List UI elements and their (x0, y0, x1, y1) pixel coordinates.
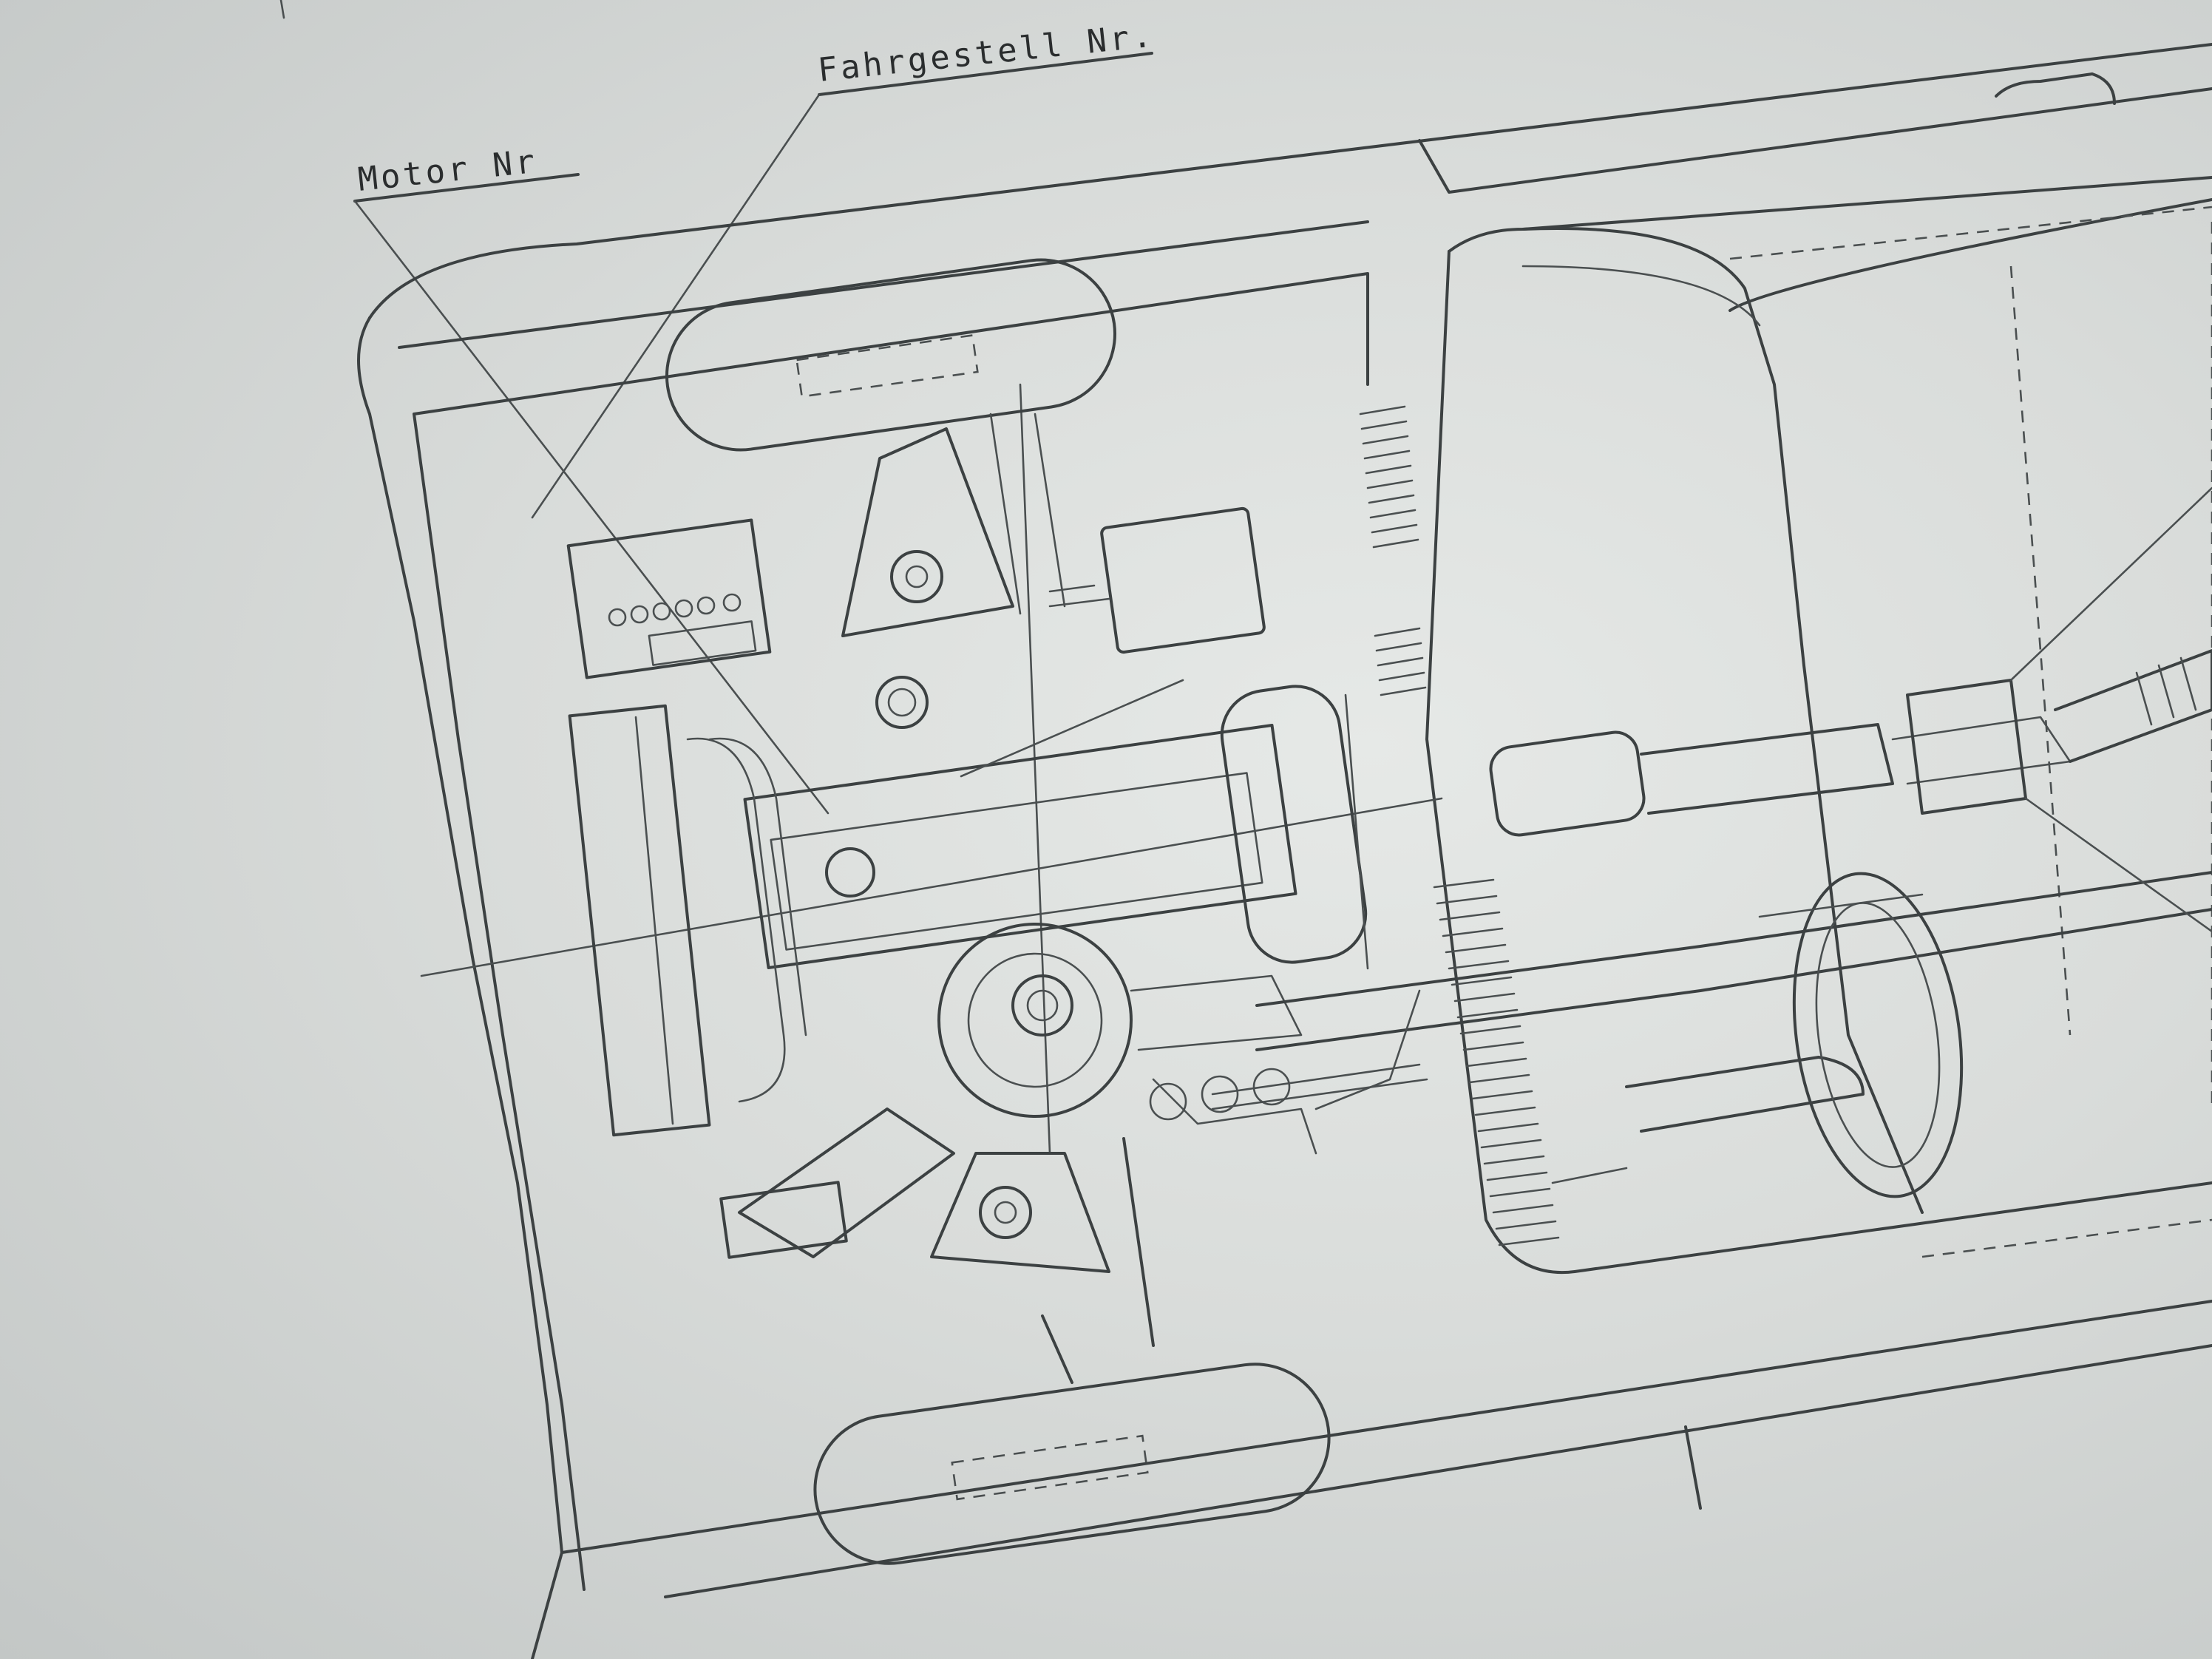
center-lines (420, 383, 1443, 1155)
chassis-number-underline (818, 52, 1153, 96)
driveshaft (1255, 649, 2212, 1133)
suspension (841, 413, 1155, 1384)
radiator (568, 704, 807, 1137)
engine-number-underline (353, 173, 580, 203)
grille-slats (1359, 405, 1560, 1246)
body-outline (357, 43, 2212, 1659)
upper-wheel (665, 258, 1117, 452)
air-filter (1048, 506, 1266, 654)
engine-block (743, 676, 1369, 970)
cabin-frame (1425, 72, 2212, 1275)
rear-structure (1551, 486, 2212, 1198)
page-mark (279, 0, 285, 19)
chassis-number-label: Fahrgestell Nr. (816, 16, 1156, 89)
battery-box (566, 518, 772, 679)
gearbox (719, 923, 1303, 1259)
chassis-number-leader (531, 93, 821, 519)
linkages (960, 679, 1428, 1155)
lower-wheel (813, 1363, 1331, 1565)
engine-number-leader (353, 200, 830, 815)
chassis-number-callout: Fahrgestell Nr. (531, 16, 1156, 519)
